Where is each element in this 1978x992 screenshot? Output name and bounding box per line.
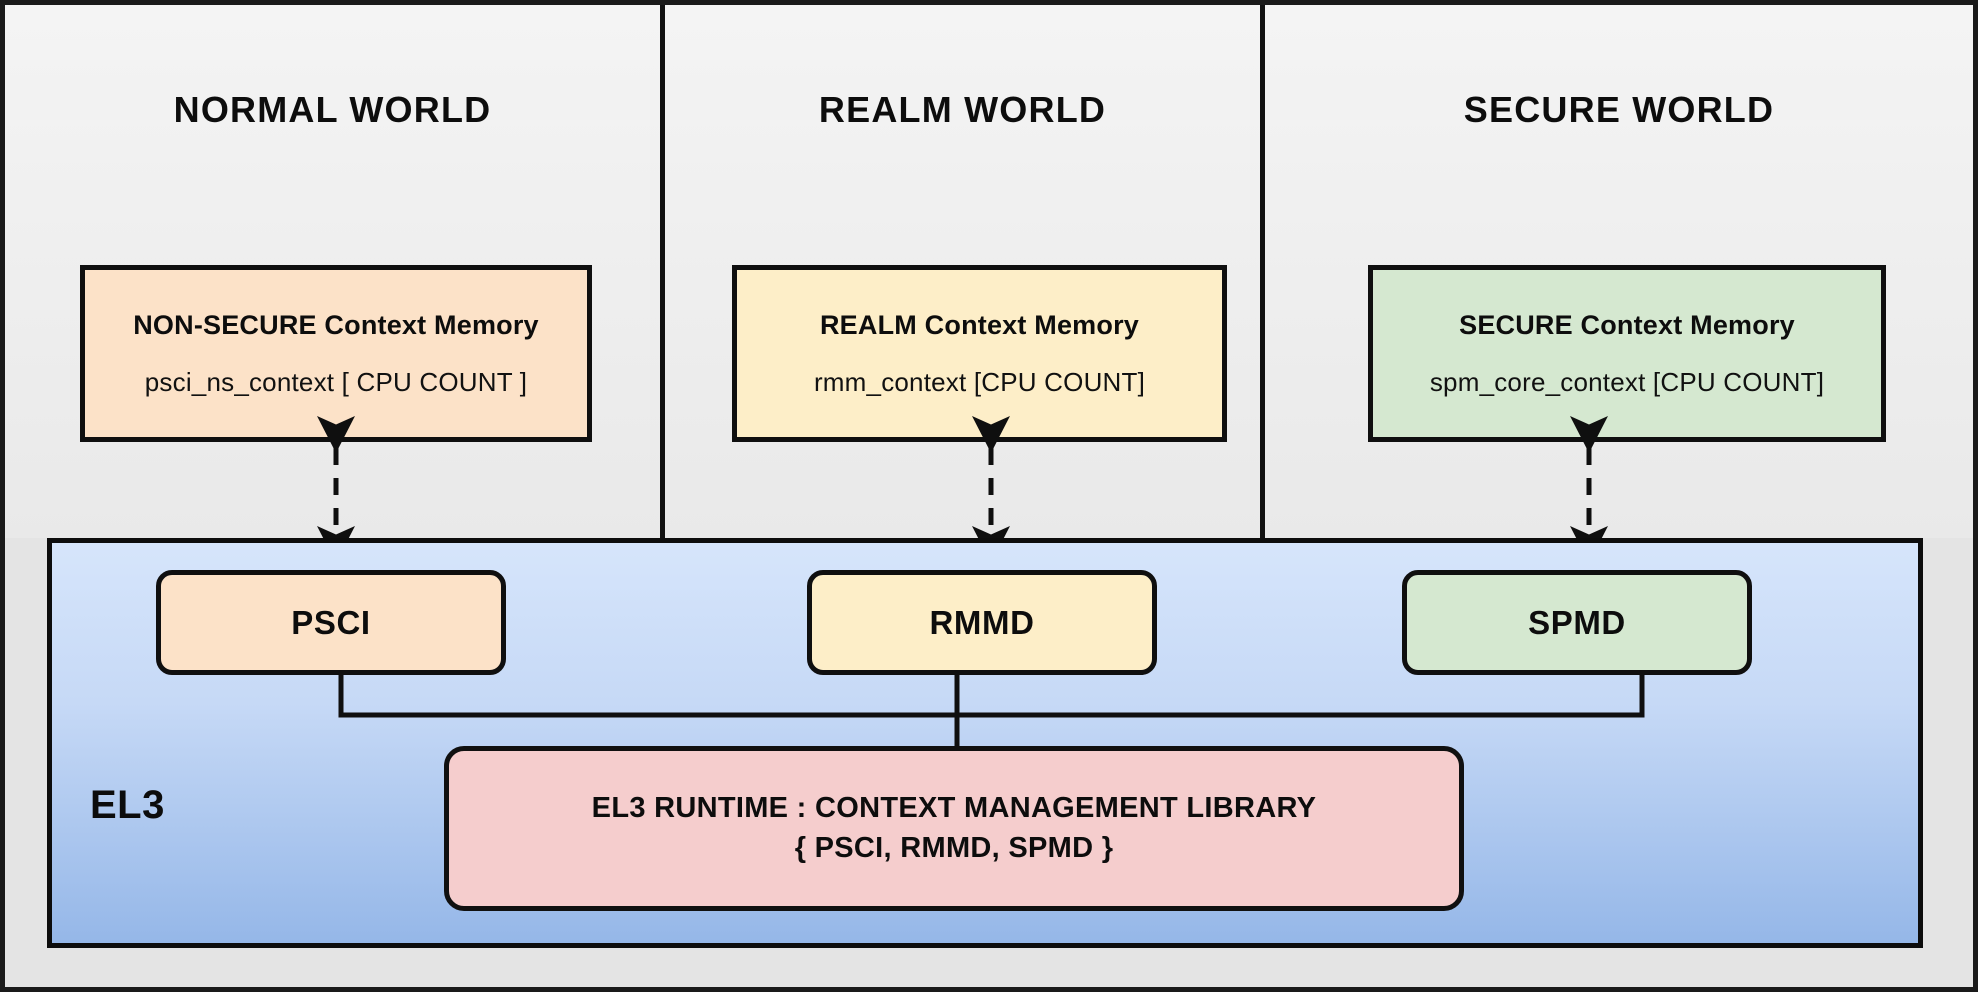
runtime-components-line: { PSCI, RMMD, SPMD } — [794, 831, 1114, 864]
world-title-secure: SECURE WORLD — [1463, 89, 1775, 130]
world-column-secure: SECURE WORLD — [1260, 5, 1973, 538]
world-column-realm: REALM WORLD — [660, 5, 1260, 538]
context-memory-symbol-secure: spm_core_context [CPU COUNT] — [1429, 366, 1825, 397]
runtime-title-line: EL3 RUNTIME : CONTEXT MANAGEMENT LIBRARY — [591, 792, 1317, 825]
context-memory-box-realm[interactable]: REALM Context Memory rmm_context [CPU CO… — [732, 265, 1227, 442]
world-title-normal: NORMAL WORLD — [173, 89, 492, 130]
context-memory-box-non-secure[interactable]: NON-SECURE Context Memory psci_ns_contex… — [80, 265, 592, 442]
context-memory-box-secure[interactable]: SECURE Context Memory spm_core_context [… — [1368, 265, 1886, 442]
world-column-normal: NORMAL WORLD — [5, 5, 660, 538]
context-memory-title-realm: REALM Context Memory — [819, 309, 1140, 340]
el3-label: EL3 — [90, 783, 165, 827]
context-memory-symbol-realm: rmm_context [CPU COUNT] — [813, 366, 1146, 397]
el3-runtime-library-box[interactable]: EL3 RUNTIME : CONTEXT MANAGEMENT LIBRARY… — [444, 746, 1464, 911]
el3-panel: EL3 PSCI RMMD SPMD EL3 RUNTIME : CONTEXT… — [47, 538, 1923, 948]
connector-psci-to-bus — [338, 672, 1645, 718]
dispatcher-label-psci: PSCI — [291, 603, 371, 641]
dispatcher-box-spmd[interactable]: SPMD — [1402, 570, 1752, 675]
context-memory-title-secure: SECURE Context Memory — [1459, 309, 1795, 340]
dispatcher-label-spmd: SPMD — [1528, 603, 1626, 641]
dispatcher-box-rmmd[interactable]: RMMD — [807, 570, 1157, 675]
world-title-realm: REALM WORLD — [818, 89, 1107, 130]
context-memory-symbol-non-secure: psci_ns_context [ CPU COUNT ] — [144, 366, 528, 397]
dispatcher-box-psci[interactable]: PSCI — [156, 570, 506, 675]
dispatcher-label-rmmd: RMMD — [929, 603, 1035, 641]
context-memory-title-non-secure: NON-SECURE Context Memory — [133, 309, 539, 340]
